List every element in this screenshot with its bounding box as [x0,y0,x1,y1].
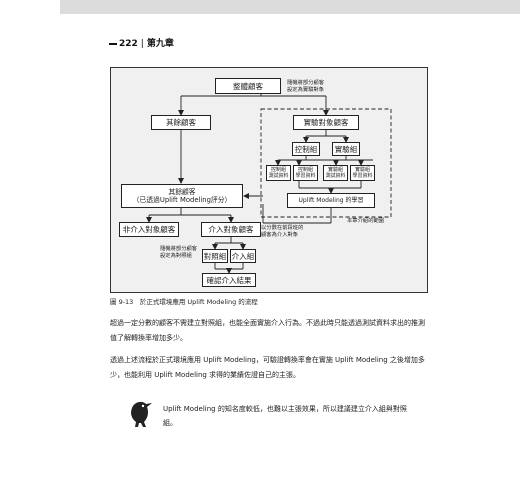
uplift-learning-node: Uplift Modeling 的學習 [287,193,375,208]
control-train-data-node: 控制組 學習資料 [293,165,318,181]
header-separator: | [140,39,144,49]
treatment-test-data-node: 實驗組 測試資料 [323,165,348,181]
intervention-node: 介入對象顧客 [201,222,261,237]
header-rule [109,42,117,45]
scored-customers-line1: 其餘顧客 [168,187,196,196]
control-assign-note-line2: 設定為對照組 [160,252,192,259]
treatment-test-line1: 實驗組 [327,167,343,173]
comparison-group-node: 對照組 [202,249,228,263]
scored-customers-line2: （已透過Uplift Modeling評分） [132,196,232,204]
treatment-test-line2: 測試資料 [325,173,346,179]
random-assign-note: 隨機將部分顧客 設定為實驗對象 [287,80,324,93]
control-assign-note-line1: 隨機將部分顧客 [160,246,198,252]
treatment-train-line2: 學習資料 [352,173,373,179]
control-test-line1: 控制組 [270,167,286,173]
diagram-connectors [146,87,392,274]
scored-customers-node: 其餘顧客 （已透過Uplift Modeling評分） [121,184,243,208]
treatment-train-data-node: 實驗組 學習資料 [350,165,375,181]
non-intervention-node: 非介入對象顧客 [119,222,179,237]
confirm-result-node: 確認介入結果 [202,273,256,287]
score-threshold-note-line2: 顧客為介入對象 [261,231,299,238]
all-customers-node: 整體顧客 [215,78,281,94]
figure-caption: 圖 9-13 於正式環境應用 Uplift Modeling 的流程 [110,298,258,306]
top-bar [60,0,520,14]
tip-text: Uplift Modeling 的知名度較低，也難以主張效果，所以建議建立介入組… [163,405,407,427]
treatment-train-line1: 實驗組 [354,167,370,173]
control-group-node: 控制組 [292,142,320,156]
flow-diagram: 整體顧客 隨機將部分顧客 設定為實驗對象 其餘顧客 實驗對象顧客 控制組 實驗組… [110,67,428,293]
control-train-line2: 學習資料 [295,173,316,179]
remaining-customers-node: 其餘顧客 [151,115,211,130]
scope-note: 本章介紹的範圍 [347,218,385,224]
paragraph-1: 超過一定分數的顧客不需建立對照組，也能全面實施介入行為。不過此時只能透過測試資料… [110,319,425,342]
score-threshold-note: 以分數在前段班的 顧客為介入對象 [261,225,303,238]
random-assign-note-line2: 設定為實驗對象 [287,86,325,93]
intervention-group-node: 介入組 [230,249,256,263]
score-threshold-note-line1: 以分數在前段班的 [261,225,304,231]
control-train-line1: 控制組 [297,167,313,173]
page-header: 222|第九章 [109,36,174,49]
treatment-group-node: 實驗組 [332,142,360,156]
random-assign-note-line1: 隨機將部分顧客 [287,80,325,86]
paragraph-2: 透過上述流程於正式環境應用 Uplift Modeling，可驗證轉換率會在實施… [110,356,425,379]
control-test-line2: 測試資料 [268,173,289,179]
page-number: 222 [119,39,138,49]
crow-icon [131,401,152,427]
chapter-title: 第九章 [146,39,174,49]
control-test-data-node: 控制組 測試資料 [266,165,291,181]
control-assign-note: 隨機將部分顧客 設定為對照組 [160,246,197,259]
experiment-targets-node: 實驗對象顧客 [293,115,359,130]
